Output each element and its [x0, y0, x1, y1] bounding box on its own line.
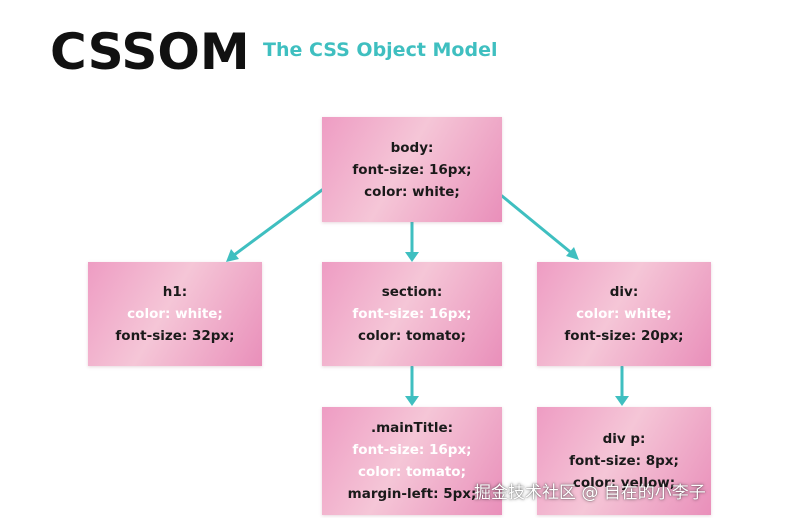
node-div-p-prop-2: color: yellow; — [572, 475, 676, 491]
node-section: section: font-size: 16px; color: tomato; — [322, 262, 502, 366]
arrowhead-body-to-section — [405, 252, 419, 262]
node-h1: h1: color: white; font-size: 32px; — [88, 262, 262, 366]
node-section-selector: section: — [381, 284, 443, 300]
node-div-prop-2: font-size: 20px; — [564, 328, 684, 344]
node-maintitle: .mainTitle: font-size: 16px; color: toma… — [322, 407, 502, 515]
arrowhead-body-to-div — [566, 247, 579, 260]
node-body: body: font-size: 16px; color: white; — [322, 117, 502, 222]
node-h1-prop-1: color: white; — [127, 306, 223, 322]
node-div-selector: div: — [609, 284, 639, 300]
node-body-prop-1: font-size: 16px; — [352, 161, 472, 178]
node-div-prop-1: color: white; — [576, 306, 672, 322]
arrowhead-div-to-divp — [615, 396, 629, 406]
arrow-body-to-h1 — [228, 188, 324, 260]
node-h1-selector: h1: — [162, 284, 188, 300]
arrowhead-section-to-maintitle — [405, 396, 419, 406]
page-title: CSSOM — [50, 23, 250, 81]
node-body-selector: body: — [390, 139, 434, 156]
arrowhead-body-to-h1 — [226, 249, 239, 262]
node-div-p: div p: font-size: 8px; color: yellow; — [537, 407, 711, 515]
node-section-prop-1: font-size: 16px; — [352, 306, 472, 322]
node-h1-prop-2: font-size: 32px; — [115, 328, 235, 344]
node-section-prop-2: color: tomato; — [358, 328, 466, 344]
node-body-prop-2: color: white; — [364, 183, 460, 200]
watermark-text: 掘金技术社区 @ 自在的小李子 — [474, 483, 706, 503]
node-maintitle-prop-1: font-size: 16px; — [352, 442, 472, 458]
node-div-p-prop-1: font-size: 8px; — [569, 453, 679, 469]
node-maintitle-prop-3: margin-left: 5px; — [347, 486, 477, 502]
page-subtitle: The CSS Object Model — [263, 39, 498, 61]
node-div: div: color: white; font-size: 20px; — [537, 262, 711, 366]
node-maintitle-prop-2: color: tomato; — [358, 464, 466, 480]
node-div-p-selector: div p: — [602, 431, 646, 447]
arrow-body-to-div — [500, 194, 576, 257]
node-maintitle-selector: .mainTitle: — [370, 420, 453, 436]
